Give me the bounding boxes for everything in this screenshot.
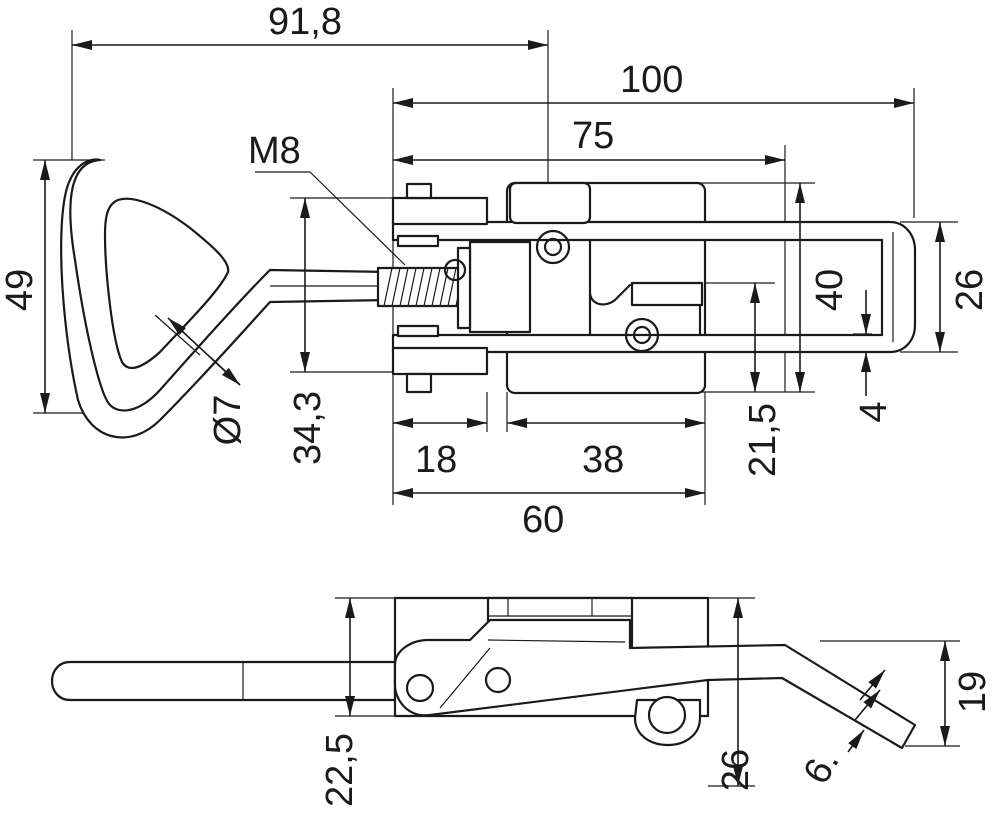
dim-overall-handle: 91,8	[268, 1, 342, 43]
dim-body-height: 34,3	[287, 391, 329, 465]
side-handle-rod	[50, 660, 397, 702]
side-lever	[393, 618, 917, 750]
dim-wire-diameter: Ø7	[207, 395, 249, 446]
top-view: 91,8 100 75 M8 49 40 26 4 Ø7 34,3 18 38 …	[0, 1, 991, 541]
dimension-lines-side	[345, 598, 950, 786]
dimension-texts-top: 91,8 100 75 M8 49 40 26 4 Ø7 34,3 18 38 …	[0, 1, 991, 541]
dim-plate-a: 18	[415, 439, 457, 481]
hook-strap	[391, 220, 917, 354]
dim-hole-offset: 21,5	[742, 403, 784, 477]
dim-thread: M8	[248, 130, 301, 172]
dim-plate-b: 38	[582, 439, 624, 481]
dim-hook-thickness: 4	[853, 401, 895, 422]
pull-handle	[60, 158, 392, 439]
side-view: 22,5 26 19 6.	[50, 596, 994, 807]
dim-side-base-height: 26	[715, 749, 757, 791]
dim-side-hook-angle: 6.	[795, 743, 847, 791]
dim-base-height: 40	[809, 269, 851, 311]
rivets	[443, 229, 660, 353]
mounting-blocks	[391, 181, 592, 394]
dim-side-body-height: 22,5	[319, 733, 361, 807]
dimension-lines-top	[40, 40, 945, 498]
side-pivots	[405, 666, 702, 747]
dim-side-hook-height: 19	[952, 671, 994, 713]
dim-strap-width: 26	[949, 269, 991, 311]
dim-hole-span: 75	[572, 115, 614, 157]
dim-handle-height: 49	[0, 269, 41, 311]
dim-overall-length: 100	[620, 59, 683, 101]
dim-base-length: 60	[522, 499, 564, 541]
